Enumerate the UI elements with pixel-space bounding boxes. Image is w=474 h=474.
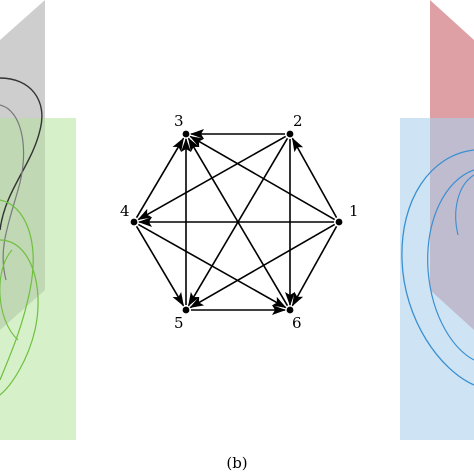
- node-label-4: 4: [120, 202, 130, 220]
- node-2: [286, 130, 294, 138]
- edge-6-to-3: [187, 137, 289, 307]
- graph-nodes: 1 2 3 4 5 6: [120, 112, 359, 332]
- node-label-2: 2: [293, 112, 303, 130]
- left-green-curve-a: [0, 199, 34, 381]
- right-panel-overlap: [430, 118, 474, 330]
- edge-4-to-3: [135, 137, 185, 219]
- node-3: [182, 130, 190, 138]
- left-gray-curve: [0, 104, 25, 281]
- edge-1-to-5: [189, 223, 336, 309]
- right-blue-curve-a: [401, 149, 474, 386]
- left-green-curve-b: [0, 239, 39, 396]
- node-1: [335, 218, 343, 226]
- edge-1-to-2: [291, 137, 338, 219]
- edge-1-to-3: [189, 135, 336, 221]
- right-blue-curve-c: [455, 174, 474, 236]
- left-green-curve-c: [0, 249, 19, 341]
- graph-edges: [135, 129, 338, 315]
- edge-1-to-6: [291, 225, 338, 307]
- node-label-3: 3: [174, 112, 184, 130]
- left-surface-panel: [0, 0, 76, 440]
- node-5: [182, 306, 190, 314]
- node-label-1: 1: [349, 202, 359, 220]
- node-label-5: 5: [174, 314, 184, 332]
- edge-4-to-5: [135, 225, 185, 307]
- left-gray-panel-overlap: [0, 118, 45, 330]
- right-blue-curve-b: [427, 169, 474, 361]
- figure-caption: (b): [226, 454, 247, 472]
- edge-4-to-6: [137, 223, 287, 309]
- left-dark-curve: [0, 77, 43, 231]
- node-4: [130, 218, 138, 226]
- node-6: [286, 306, 294, 314]
- node-label-6: 6: [292, 314, 302, 332]
- right-surface-panel: [400, 0, 474, 440]
